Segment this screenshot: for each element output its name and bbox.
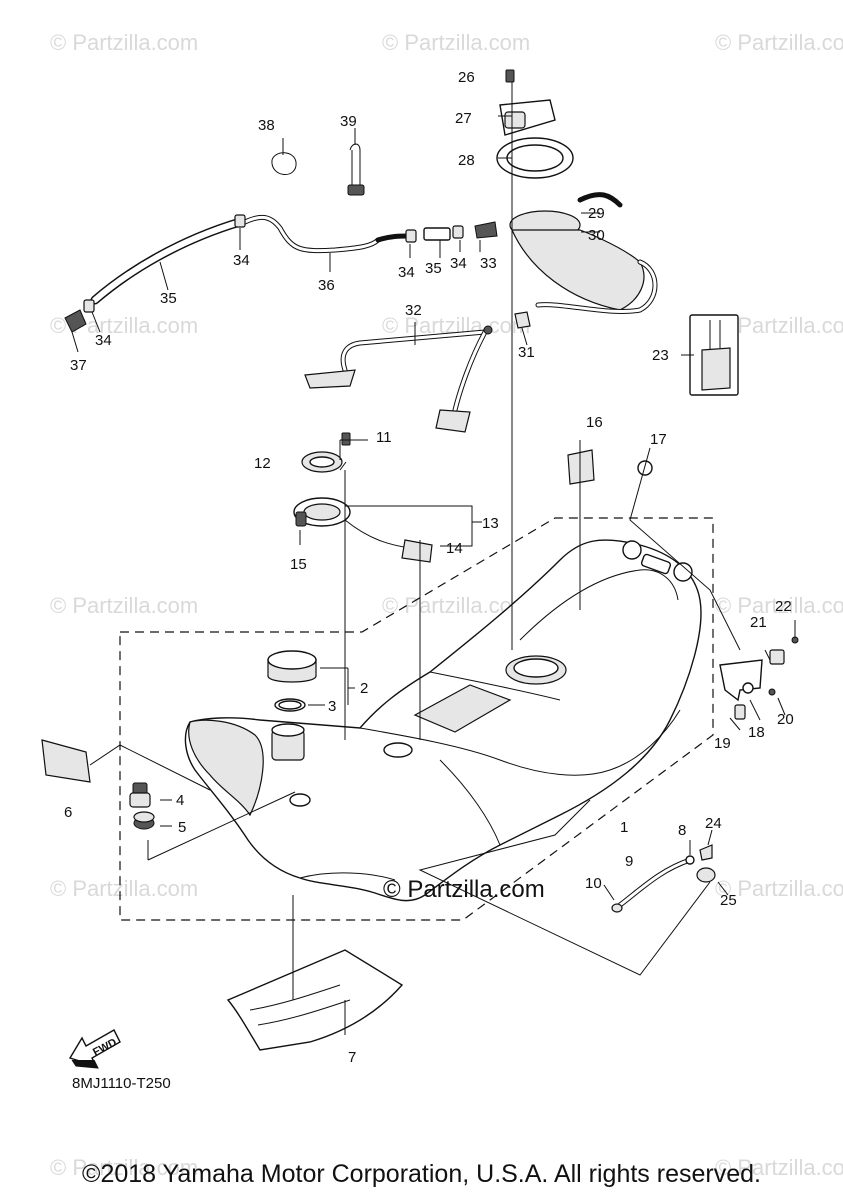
watermark: © Partzilla.com (715, 593, 843, 618)
fuel-pump (496, 69, 658, 315)
callout-11: 11 (376, 429, 392, 446)
part-23-box (689, 314, 739, 396)
watermark: © Partzilla.com (50, 593, 198, 618)
watermark: © Partzilla.com (50, 1155, 198, 1180)
callout-22: 22 (775, 598, 792, 615)
cushion (637, 460, 653, 476)
callout-16: 16 (586, 414, 603, 431)
callout-7: 7 (348, 1049, 356, 1066)
watermarks: © Partzilla.com © Partzilla.com © Partzi… (50, 30, 843, 1180)
callout-5: 5 (178, 819, 186, 836)
callout-2: 2 (360, 680, 368, 697)
callout-18: 18 (748, 724, 765, 741)
callout-12: 12 (254, 455, 271, 472)
leader-lines (71, 82, 796, 1035)
callout-38: 38 (258, 117, 275, 134)
callout-15: 15 (290, 556, 307, 573)
callout-23: 23 (652, 347, 669, 364)
callout-33: 33 (480, 255, 497, 272)
fuel-tank (184, 539, 702, 902)
fuel-hose-assembly (64, 143, 531, 333)
watermark: © Partzilla.com (50, 30, 198, 55)
damper-pad (567, 449, 595, 485)
callout-26: 26 (458, 69, 475, 86)
callout-3: 3 (328, 698, 336, 715)
callout-10: 10 (585, 875, 602, 892)
callout-36: 36 (318, 277, 335, 294)
watermark: © Partzilla.com (50, 876, 198, 901)
watermark: © Partzilla.com (382, 30, 530, 55)
callout-25: 25 (720, 892, 737, 909)
callout-32: 32 (405, 302, 422, 319)
callout-39: 39 (340, 113, 357, 130)
callout-4: 4 (176, 792, 184, 809)
watermark: © Partzilla.com (715, 30, 843, 55)
breather-tubes (304, 325, 493, 433)
callout-29: 29 (588, 205, 605, 222)
watermark: © Partzilla.com (715, 876, 843, 901)
drain-hose (611, 844, 716, 913)
callout-21: 21 (750, 614, 767, 631)
callout-30: 30 (588, 227, 605, 244)
heat-shield (226, 949, 404, 1051)
callout-27: 27 (455, 110, 472, 127)
fuel-sender-unit (293, 432, 433, 563)
drain-bolt (129, 782, 151, 808)
callout-1: 1 (620, 819, 628, 836)
callout-34: 34 (398, 264, 415, 281)
callout-17: 17 (650, 431, 667, 448)
callout-28: 28 (458, 152, 475, 169)
callout-19: 19 (714, 735, 731, 752)
grommet (133, 811, 155, 830)
center-watermark: © Partzilla.com (383, 876, 545, 903)
callout-6: 6 (64, 804, 72, 821)
callout-9: 9 (625, 853, 633, 870)
callout-14: 14 (446, 540, 463, 557)
fwd-arrow-icon: FWD (68, 1029, 121, 1069)
callout-20: 20 (777, 711, 794, 728)
callout-24: 24 (705, 815, 722, 832)
diagram-code: 8MJ1110-T250 (72, 1075, 171, 1092)
watermark: © Partzilla.com (715, 1155, 843, 1180)
fwd-label: FWD (91, 1036, 119, 1058)
callout-34: 34 (95, 332, 112, 349)
fuel-cap (267, 650, 317, 712)
callout-34: 34 (233, 252, 250, 269)
callout-31: 31 (518, 344, 535, 361)
copyright-footer: ©2018 Yamaha Motor Corporation, U.S.A. A… (82, 1160, 761, 1188)
callout-8: 8 (678, 822, 686, 839)
callout-35: 35 (160, 290, 177, 307)
tank-bracket (719, 636, 799, 720)
callout-34: 34 (450, 255, 467, 272)
callout-35: 35 (425, 260, 442, 277)
callout-labels: 1 2 3 4 5 6 7 8 9 10 11 12 13 14 15 16 1… (64, 69, 794, 1066)
callout-13: 13 (482, 515, 499, 532)
callout-37: 37 (70, 357, 87, 374)
label-6 (41, 739, 91, 783)
